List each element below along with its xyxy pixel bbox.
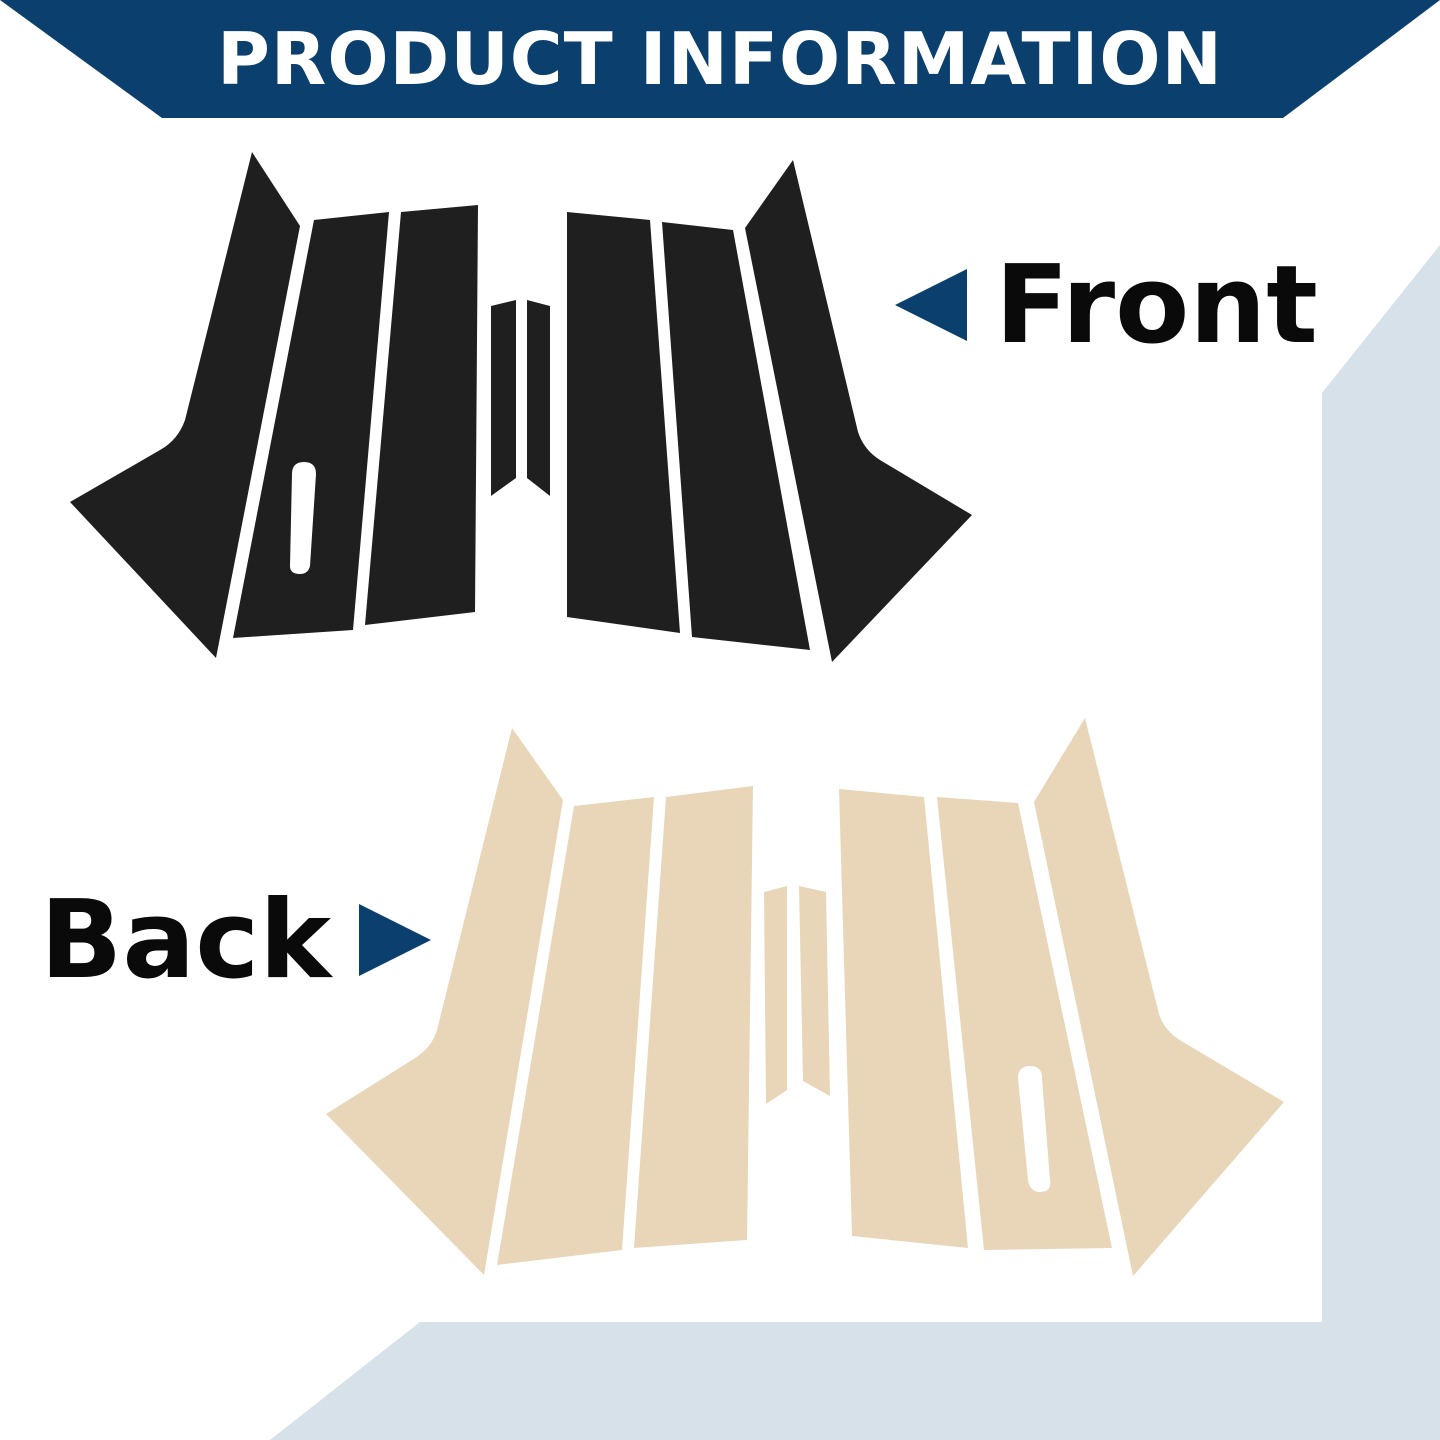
back-panel-right-2 [937,797,1112,1250]
back-panel-left-3 [634,786,753,1248]
back-panel-set [326,718,1284,1276]
back-panel-right-wing [1034,718,1284,1276]
back-panel-small-1 [764,886,787,1104]
front-panel-left-wing [70,152,300,658]
front-label: Front [895,242,1318,368]
back-label-text: Back [40,877,332,1003]
back-panel-small-2 [799,886,830,1096]
back-label: Back [40,877,432,1003]
front-panel-left-3 [365,205,478,625]
front-panel-small-2 [527,300,550,496]
back-panel-left-2 [497,797,654,1265]
front-panel-left-2 [233,212,389,638]
front-panel-right-1 [567,212,680,633]
arrow-left-icon [895,269,967,341]
front-panel-set [70,152,972,662]
page-title: PRODUCT INFORMATION [217,17,1223,101]
back-panel-left-wing [326,728,563,1275]
front-label-text: Front [995,242,1318,368]
back-panel-right-1 [839,789,968,1248]
backdrop-frame [270,245,1440,1440]
arrow-right-icon [359,904,432,976]
front-panel-small-1 [491,300,516,496]
front-panel-right-2 [662,222,810,650]
header-banner [0,0,1440,118]
front-panel-right-wing [745,160,972,662]
